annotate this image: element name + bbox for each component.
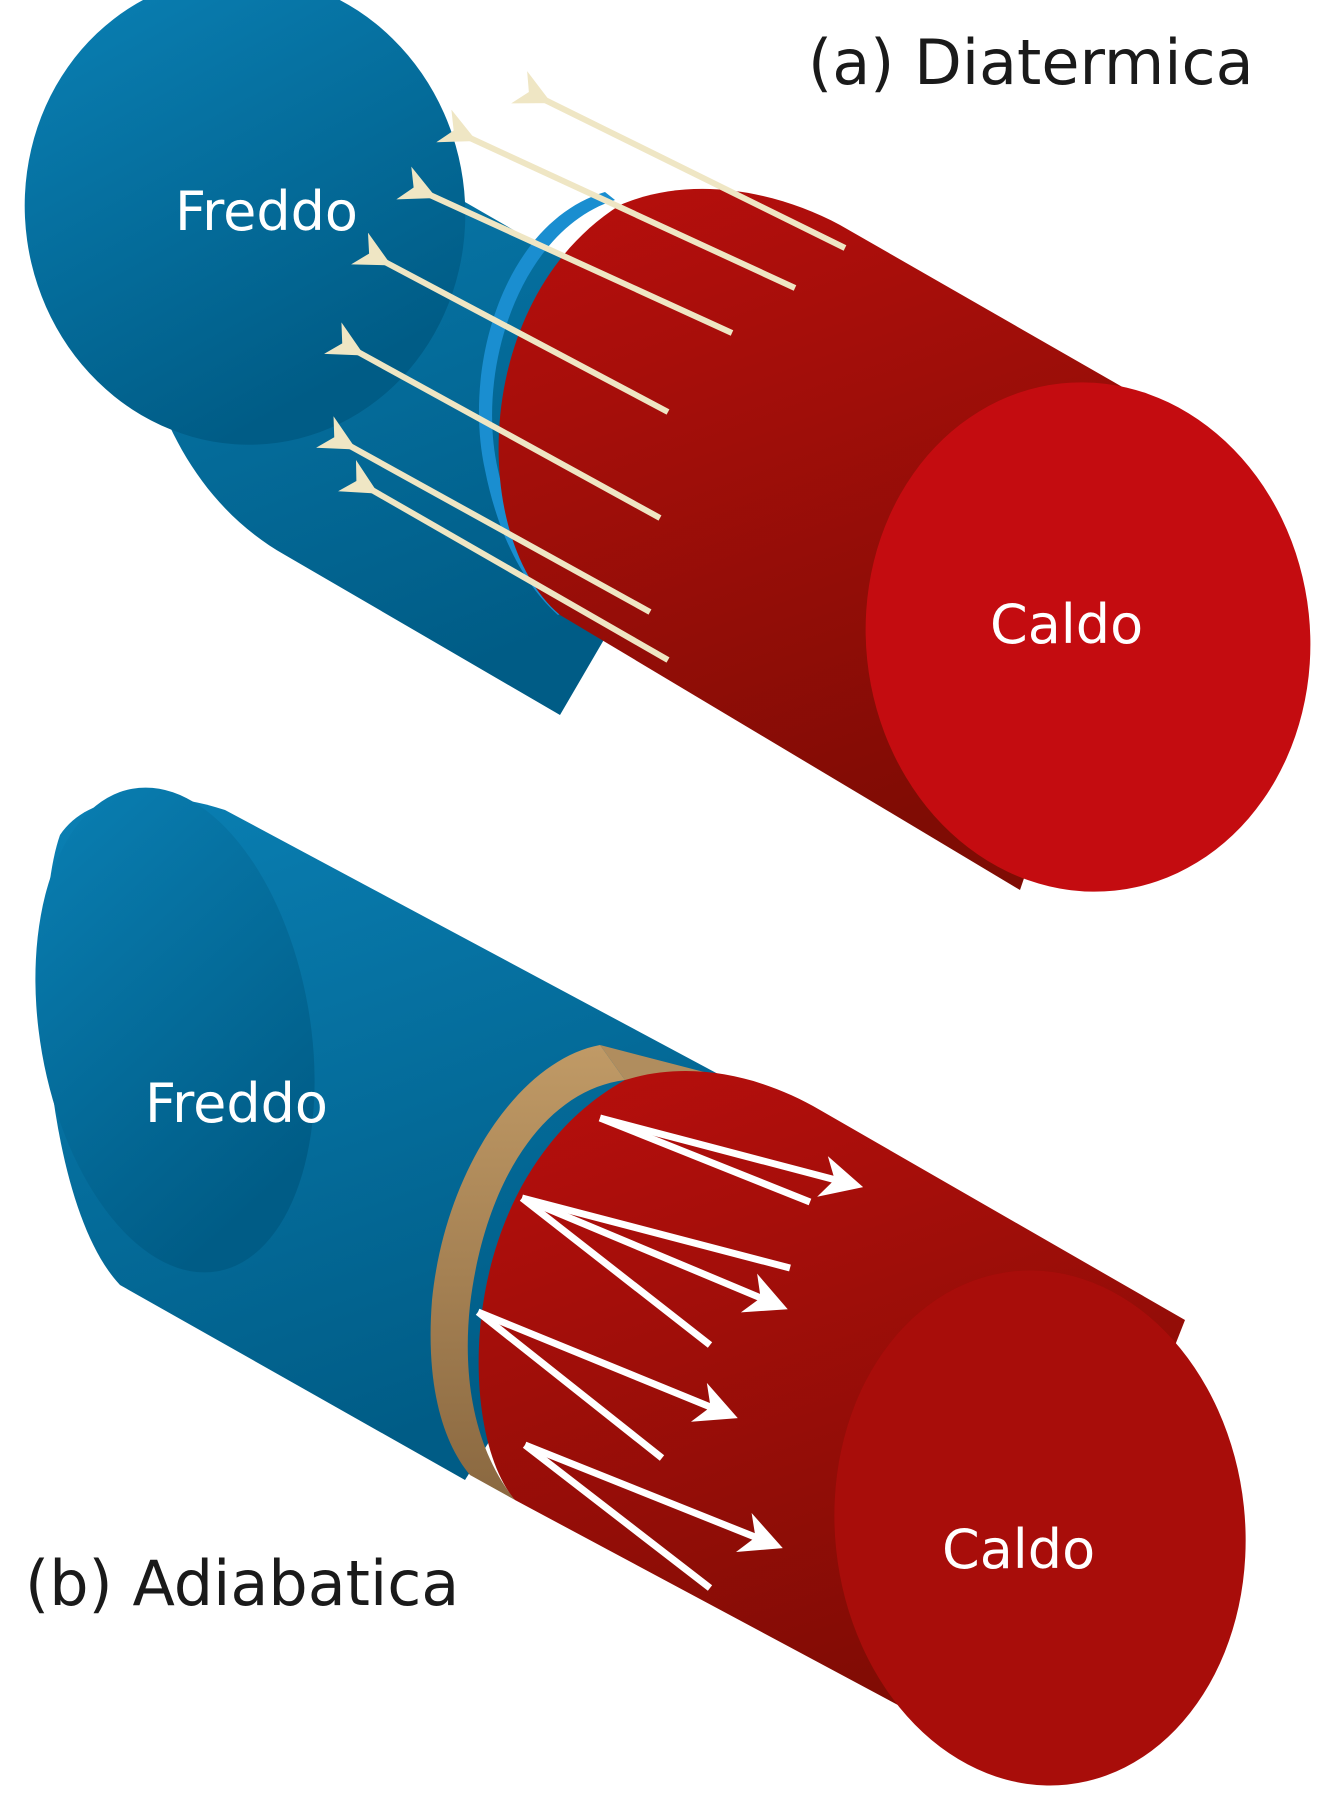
panel-b: (b) Adiabatica Freddo Caldo	[0, 765, 1271, 1797]
panel-a-caption: (a) Diatermica	[808, 26, 1254, 99]
cold-label-b: Freddo	[145, 1072, 328, 1135]
hot-label-a: Caldo	[990, 593, 1143, 656]
panel-b-caption: (b) Adiabatica	[25, 1547, 459, 1620]
hot-label-b: Caldo	[942, 1518, 1095, 1581]
panel-a: (a) Diatermica Freddo Caldo	[0, 0, 1317, 914]
cold-label-a: Freddo	[175, 180, 358, 243]
